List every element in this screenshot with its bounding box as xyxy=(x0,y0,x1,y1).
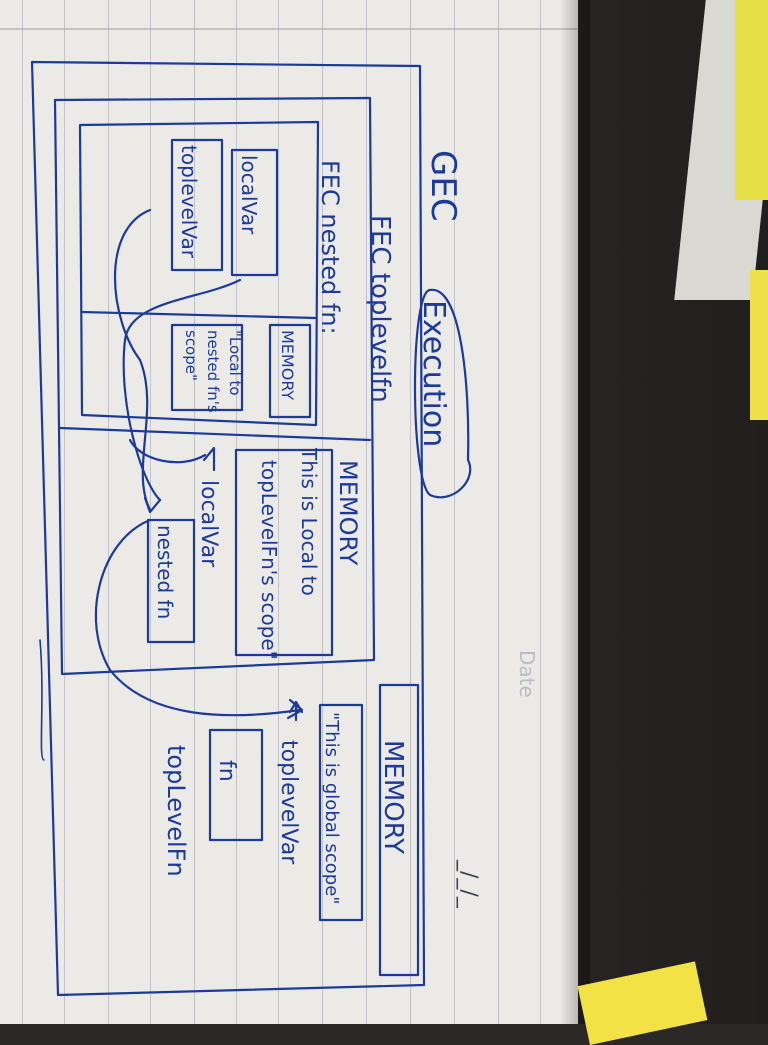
nested-scope-line1: "Local to xyxy=(226,330,244,396)
local-scope-line1: This is Local to xyxy=(297,447,321,596)
fec-toplevel-title: FEC toplevelfn xyxy=(365,215,395,403)
nested-memory-label: MEMORY xyxy=(278,330,297,400)
local-var-box-label: localVar xyxy=(237,155,261,235)
global-scope-value: "This is global scope" xyxy=(321,712,342,905)
toplevel-var-label: toplevelVar xyxy=(276,740,301,865)
sticky-note xyxy=(750,270,768,420)
page-mark: _/_/_ xyxy=(456,859,481,909)
fec-memory-label: MEMORY xyxy=(334,460,362,566)
toplevel-fn-label: topLevelFn xyxy=(162,745,190,877)
page-edge-shadow xyxy=(560,0,590,1024)
notebook-page xyxy=(0,0,578,1024)
toplevel-var-box-label: toplevelVar xyxy=(177,145,201,259)
gec-title: GEC xyxy=(423,150,463,222)
nested-scope-line2: nested fn's xyxy=(204,330,222,413)
date-label: Date xyxy=(515,650,539,698)
sticky-note xyxy=(735,0,768,200)
fec-nested-title: FEC nested fn: xyxy=(316,160,344,335)
gec-memory-label: MEMORY xyxy=(378,740,408,854)
nested-scope-line3: scope" xyxy=(182,330,200,381)
nested-fn-box-label: nested fn xyxy=(153,525,177,619)
local-scope-line2: topLevelFn's scope" xyxy=(257,460,281,660)
execution-label: Execution xyxy=(416,300,451,447)
local-var-label: localVar xyxy=(196,480,221,568)
handwritten-diagram: Date _/_/_ GEC Execution MEMORY "This is… xyxy=(30,60,539,997)
fn-box-label: fn xyxy=(214,760,239,782)
